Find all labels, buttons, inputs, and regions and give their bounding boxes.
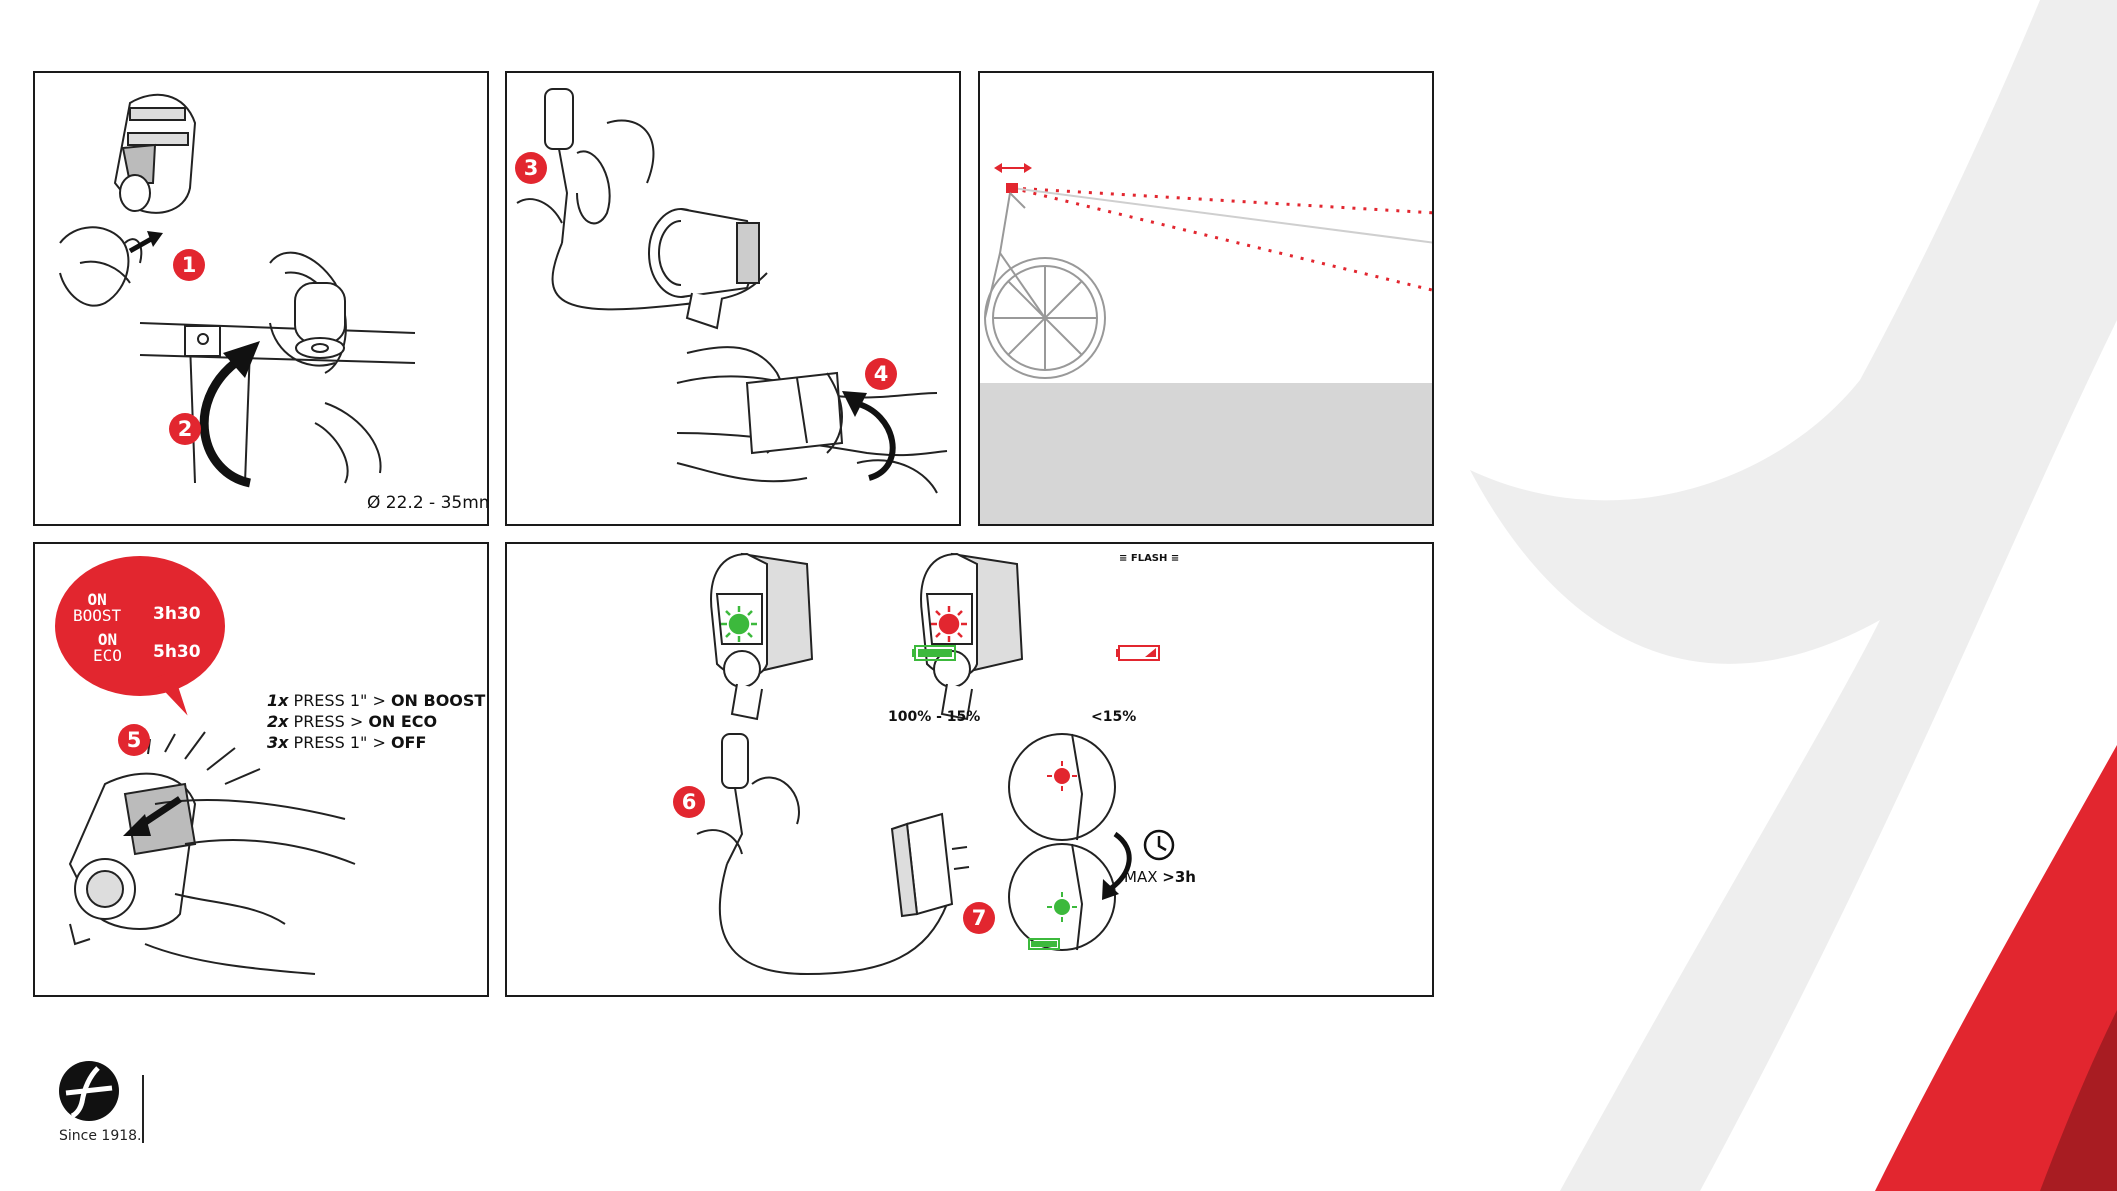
step-2-badge: 2 bbox=[169, 413, 201, 445]
brand-logo-icon bbox=[58, 1060, 120, 1122]
flash-label: ≡ FLASH ≡ bbox=[1119, 553, 1179, 564]
brand-tagline: Since 1918. bbox=[59, 1128, 142, 1144]
instruction-line: 3x PRESS 1" > OFF bbox=[267, 732, 485, 753]
rotate-arrow-icon bbox=[855, 403, 893, 478]
eco-mode-label: ECO bbox=[93, 648, 122, 664]
step-1-badge: 1 bbox=[173, 249, 205, 281]
step-7-badge: 7 bbox=[963, 902, 995, 934]
diameter-label: Ø 22.2 - 35mm bbox=[367, 493, 489, 513]
panel-power-modes: ON BOOST 3h30 ON ECO 5h30 5 1x PRESS 1" … bbox=[33, 542, 489, 997]
rotate-arrow-icon bbox=[204, 363, 250, 483]
step-4-badge: 4 bbox=[865, 358, 897, 390]
panel-charging: ≡ FLASH ≡ 100% - 15% <15% MAX >3h 6 7 bbox=[505, 542, 1434, 997]
logo-divider bbox=[142, 1075, 144, 1143]
panel-strap-mount: 3 4 bbox=[505, 71, 961, 526]
battery-full-label: 100% - 15% bbox=[888, 709, 980, 725]
strap-illustration bbox=[507, 73, 961, 526]
charge-max-label: MAX >3h bbox=[1124, 868, 1196, 886]
boost-mode-label: BOOST bbox=[73, 608, 121, 624]
battery-low-label: <15% bbox=[1091, 709, 1136, 725]
step-6-badge: 6 bbox=[673, 786, 705, 818]
instruction-line: 1x PRESS 1" > ON BOOST bbox=[267, 690, 485, 711]
boost-time: 3h30 bbox=[153, 604, 201, 624]
runtime-bubble: ON BOOST 3h30 ON ECO 5h30 bbox=[55, 556, 225, 696]
press-instructions: 1x PRESS 1" > ON BOOST 2x PRESS > ON ECO… bbox=[267, 690, 485, 753]
battery-low-icon bbox=[1116, 646, 1159, 660]
ground bbox=[980, 383, 1434, 526]
panel-beam-angle bbox=[978, 71, 1434, 526]
step-5-badge: 5 bbox=[118, 724, 150, 756]
panel-mounting: 1 2 Ø 22.2 - 35mm bbox=[33, 71, 489, 526]
beam-illustration bbox=[980, 73, 1434, 526]
clock-icon bbox=[1145, 831, 1173, 859]
eco-time: 5h30 bbox=[153, 642, 201, 662]
step-3-badge: 3 bbox=[515, 152, 547, 184]
instruction-line: 2x PRESS > ON ECO bbox=[267, 711, 485, 732]
mounting-illustration bbox=[35, 73, 489, 526]
